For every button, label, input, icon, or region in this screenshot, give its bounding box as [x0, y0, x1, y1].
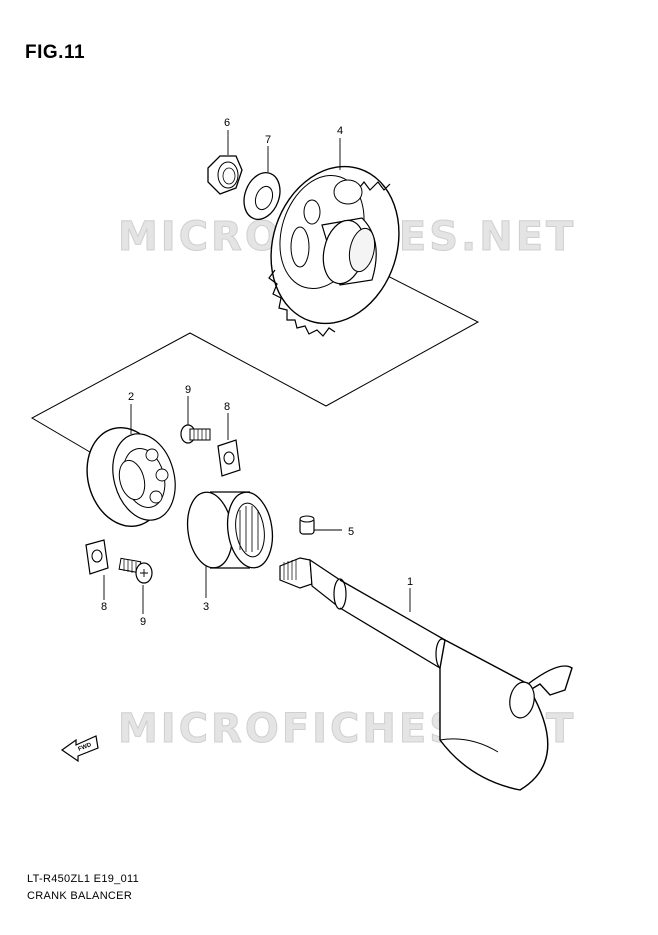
diagram-name: CRANK BALANCER — [27, 890, 133, 902]
washer — [243, 172, 281, 220]
balancer-gear — [268, 165, 400, 337]
fwd-label: FWD — [78, 742, 94, 753]
callout-needle-bearing: 3 — [203, 601, 209, 613]
assembly-outline — [30, 267, 480, 456]
callout-nut: 6 — [224, 117, 230, 129]
callout-plate-upper: 8 — [224, 401, 230, 413]
nut — [207, 155, 243, 195]
callout-bearing: 2 — [128, 391, 134, 403]
needle-bearing — [186, 491, 274, 569]
callout-bolt-upper: 9 — [185, 384, 191, 396]
callout-bolt-lower: 9 — [140, 616, 146, 628]
ball-bearing — [86, 427, 176, 527]
callout-washer: 7 — [265, 134, 271, 146]
dowel-pin — [299, 515, 315, 535]
leader-lines — [103, 130, 411, 614]
callout-shaft: 1 — [407, 576, 413, 588]
bolt-upper — [180, 424, 211, 444]
lock-plate-lower — [85, 539, 109, 575]
fwd-arrow-icon: FWD — [60, 735, 99, 763]
diagram-code: LT-R450ZL1 E19_011 — [27, 873, 140, 885]
lock-plate-upper — [217, 439, 241, 477]
figure-title: FIG.11 — [25, 42, 86, 63]
callout-plate-lower: 8 — [101, 601, 107, 613]
balancer-shaft — [279, 557, 573, 791]
callout-gear: 4 — [337, 125, 343, 137]
callout-pin: 5 — [348, 526, 354, 538]
bolt-lower — [118, 557, 153, 584]
